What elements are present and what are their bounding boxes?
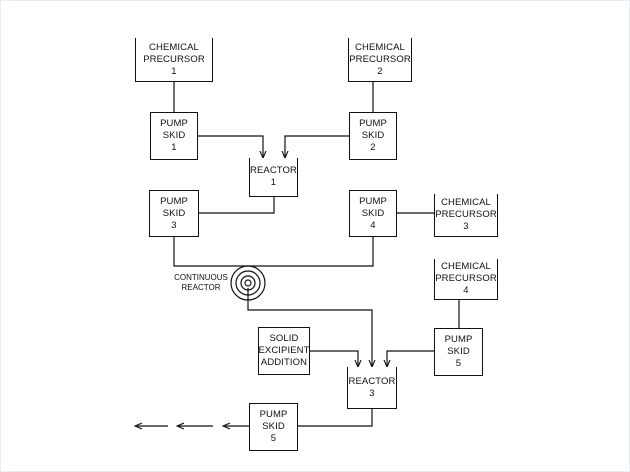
pump-skid-1: PUMP SKID 1 xyxy=(150,112,198,160)
pump-skid-3: PUMP SKID 3 xyxy=(149,190,199,237)
pipe-reactor3-to-pump5out xyxy=(298,409,373,427)
chemical-precursor-2: CHEMICAL PRECURSOR 2 xyxy=(348,38,412,82)
precursor-3-line2: PRECURSOR xyxy=(435,209,497,220)
continuous-reactor-coil-icon xyxy=(230,265,266,301)
pump-skid-4: PUMP SKID 4 xyxy=(349,190,397,237)
pump-skid-2: PUMP SKID 2 xyxy=(349,112,397,160)
precursor-2-line1: CHEMICAL xyxy=(355,41,405,53)
continuous-reactor-label: CONTINUOUS REACTOR xyxy=(173,273,229,293)
pipe-pump1-to-reactor1 xyxy=(198,135,263,158)
precursor-2-number: 2 xyxy=(377,65,383,77)
solid-excipient-line1: SOLID xyxy=(269,333,299,344)
pipe-reactor1-to-pump3 xyxy=(199,197,275,214)
pump-skid-5-feed-line1: PUMP xyxy=(444,334,473,345)
solid-excipient-line2: EXCIPIENT xyxy=(258,345,310,356)
precursor-4-line2: PRECURSOR xyxy=(435,273,497,284)
pump-skid-4-number: 4 xyxy=(370,219,376,231)
pump-skid-4-line1: PUMP xyxy=(359,195,387,207)
reactor-1-line1: REACTOR xyxy=(250,165,297,176)
precursor-1-number: 1 xyxy=(171,65,177,77)
precursor-4-line1: CHEMICAL xyxy=(441,261,491,272)
pipe-coil-to-reactor3 xyxy=(247,288,372,367)
pump-skid-2-line2: SKID xyxy=(361,130,385,141)
reactor-3-line1: REACTOR xyxy=(348,375,396,387)
chemical-precursor-1: CHEMICAL PRECURSOR 1 xyxy=(135,38,213,82)
precursor-3-number: 3 xyxy=(463,221,469,232)
pump-skid-2-line1: PUMP xyxy=(359,118,387,129)
continuous-reactor-line2: REACTOR xyxy=(181,283,221,292)
pipe-pump3-to-coil xyxy=(173,237,374,267)
precursor-3-line1: CHEMICAL xyxy=(441,197,491,208)
pipe-pump5-to-reactor3 xyxy=(387,350,434,367)
reactor-1-number: 1 xyxy=(270,177,277,188)
reactor-3: REACTOR 3 xyxy=(347,367,397,409)
precursor-4-number: 4 xyxy=(463,285,469,296)
pump-skid-5-output-line2: SKID xyxy=(262,421,285,432)
pipe-excipient-to-reactor3 xyxy=(310,350,358,367)
pump-skid-4-line2: SKID xyxy=(361,207,385,219)
precursor-2-line2: PRECURSOR xyxy=(349,53,411,65)
pump-skid-5-feed-number: 5 xyxy=(455,358,462,369)
pump-skid-1-line2: SKID xyxy=(162,130,186,141)
chemical-precursor-3: CHEMICAL PRECURSOR 3 xyxy=(434,194,498,237)
solid-excipient-line3: ADDITION xyxy=(260,357,308,368)
precursor-1-line1: CHEMICAL xyxy=(149,41,199,53)
pump-skid-1-line1: PUMP xyxy=(160,118,188,129)
pump-skid-5-feed: PUMP SKID 5 xyxy=(434,328,483,376)
reactor-1: REACTOR 1 xyxy=(249,158,298,197)
pump-skid-1-number: 1 xyxy=(171,142,177,153)
chemical-precursor-4: CHEMICAL PRECURSOR 4 xyxy=(434,259,498,300)
pump-skid-2-number: 2 xyxy=(370,142,376,153)
reactor-3-number: 3 xyxy=(369,387,375,399)
pump-skid-5-feed-line2: SKID xyxy=(447,346,470,357)
pump-skid-3-line2: SKID xyxy=(162,207,186,219)
pump-skid-5-output-number: 5 xyxy=(270,433,277,444)
pump-skid-5-output-line1: PUMP xyxy=(259,409,288,420)
continuous-reactor-line1: CONTINUOUS xyxy=(174,273,228,282)
pump-skid-3-line1: PUMP xyxy=(160,195,188,207)
solid-excipient-addition: SOLID EXCIPIENT ADDITION xyxy=(258,327,310,375)
pump-skid-3-number: 3 xyxy=(171,219,177,231)
precursor-1-line2: PRECURSOR xyxy=(143,53,205,65)
pipe-pump2-to-reactor1 xyxy=(285,135,349,158)
pump-skid-5-output: PUMP SKID 5 xyxy=(249,403,298,451)
